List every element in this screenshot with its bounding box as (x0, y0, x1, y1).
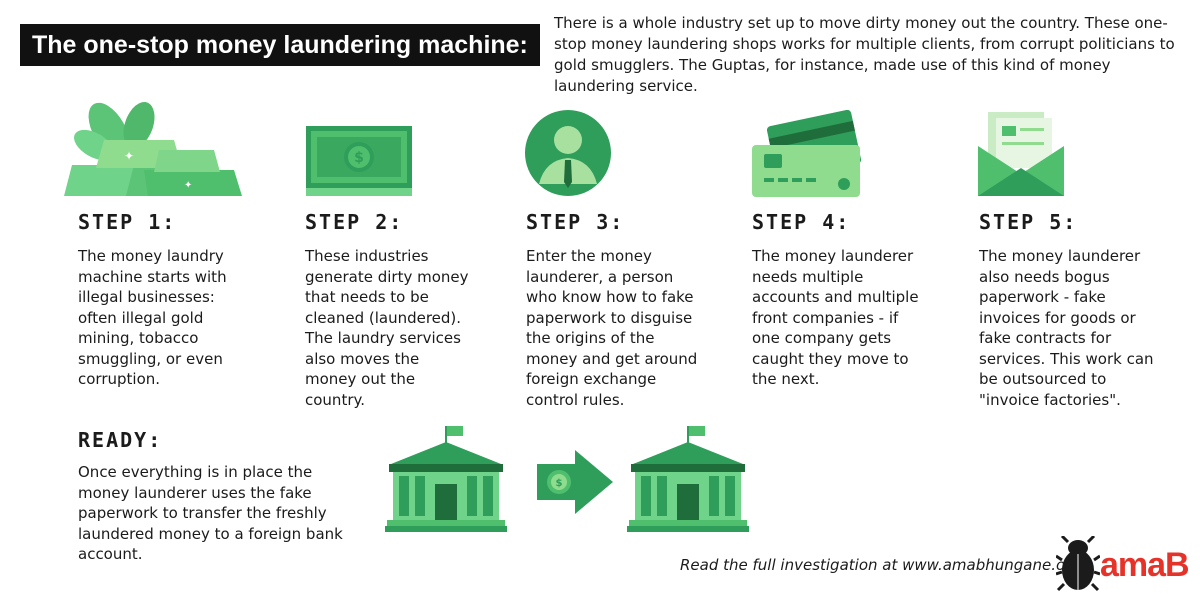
step-5-text: The money launderer also needs bogus pap… (979, 247, 1154, 409)
svg-text:✦: ✦ (184, 180, 192, 191)
svg-text:$: $ (556, 478, 563, 489)
transfer-arrow-icon: $ (537, 450, 613, 514)
step-4-text: The money launderer needs multiple accou… (752, 247, 919, 388)
step-2-text: These industries generate dirty money th… (305, 247, 469, 409)
envelope-icon (978, 112, 1064, 196)
ready-text: Once everything is in place the money la… (78, 463, 343, 563)
gold-bars-icon: ✦ ✦ (64, 101, 242, 196)
svg-text:$: $ (354, 150, 364, 166)
banknote-icon: $ (306, 126, 412, 196)
svg-text:✦: ✦ (124, 149, 134, 163)
person-icon (525, 110, 611, 196)
intro-paragraph: There is a whole industry set up to move… (554, 14, 1175, 95)
step-4-heading: STEP 4: (752, 210, 851, 234)
bank-building-icon (385, 426, 507, 532)
ready-heading: READY: (78, 428, 163, 452)
step-1-text: The money laundry machine starts with il… (78, 247, 227, 388)
brand-logo-text: amaB (1100, 546, 1190, 584)
beetle-logo-icon (1056, 536, 1100, 592)
footer-link-text: Read the full investigation at www.amabh… (680, 556, 1081, 574)
page-title-text: The one-stop money laundering machine: (32, 30, 528, 59)
page-title: The one-stop money laundering machine: (20, 24, 540, 66)
step-5-heading: STEP 5: (979, 210, 1078, 234)
step-3-text: Enter the money launderer, a person who … (526, 247, 698, 409)
step-3-heading: STEP 3: (526, 210, 625, 234)
step-1-heading: STEP 1: (78, 210, 177, 234)
credit-cards-icon (752, 110, 862, 197)
foreign-bank-icon (627, 426, 749, 532)
step-2-heading: STEP 2: (305, 210, 404, 234)
